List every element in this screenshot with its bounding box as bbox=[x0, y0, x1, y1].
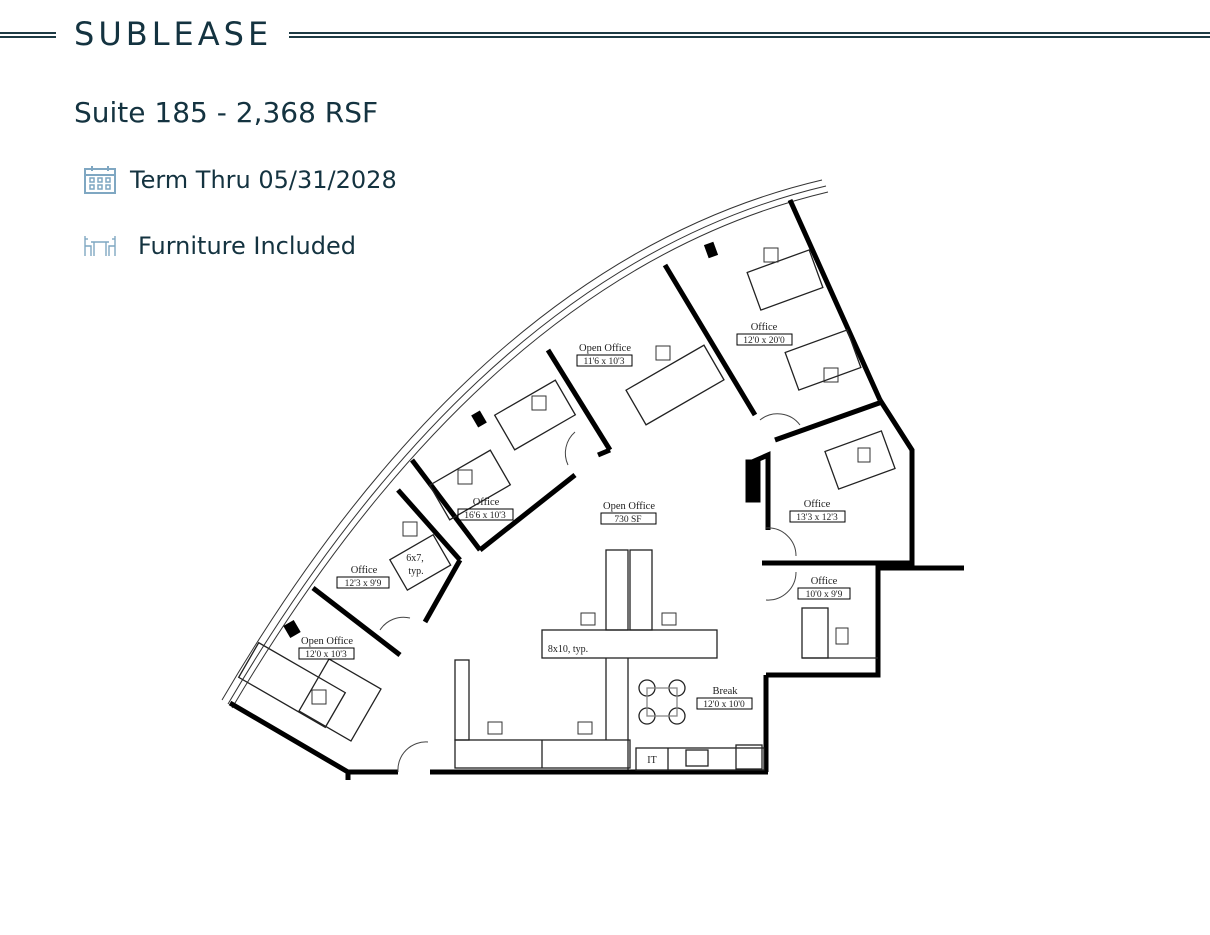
header-rule-right bbox=[289, 32, 1210, 38]
svg-text:Office: Office bbox=[351, 565, 378, 576]
svg-text:12'3 x 9'9: 12'3 x 9'9 bbox=[345, 579, 382, 589]
suite-title: Suite 185 - 2,368 RSF bbox=[74, 96, 379, 129]
feature-term: Term Thru 05/31/2028 bbox=[82, 164, 397, 196]
svg-text:IT: IT bbox=[647, 755, 656, 766]
svg-text:12'0 x 10'0: 12'0 x 10'0 bbox=[703, 700, 745, 710]
svg-text:10'0 x 9'9: 10'0 x 9'9 bbox=[806, 590, 843, 600]
floor-plan: Office 12'0 x 20'0 Open Office 11'6 x 10… bbox=[221, 179, 964, 780]
svg-text:Break: Break bbox=[712, 686, 738, 697]
svg-text:Open Office: Open Office bbox=[301, 636, 353, 647]
svg-text:6x7,: 6x7, bbox=[406, 553, 424, 564]
feature-furniture: Furniture Included bbox=[82, 230, 356, 262]
svg-text:730 SF: 730 SF bbox=[614, 515, 641, 525]
feature-furniture-label: Furniture Included bbox=[138, 232, 356, 260]
furniture-icon bbox=[82, 230, 118, 262]
svg-text:13'3 x 12'3: 13'3 x 12'3 bbox=[796, 513, 838, 523]
svg-text:Open Office: Open Office bbox=[579, 343, 631, 354]
header-title: SUBLEASE bbox=[74, 15, 273, 53]
svg-text:Office: Office bbox=[473, 497, 500, 508]
svg-text:Office: Office bbox=[804, 499, 831, 510]
svg-text:12'0 x 10'3: 12'0 x 10'3 bbox=[305, 650, 347, 660]
feature-term-label: Term Thru 05/31/2028 bbox=[130, 166, 397, 194]
svg-text:11'6 x 10'3: 11'6 x 10'3 bbox=[583, 357, 624, 367]
svg-text:16'6 x 10'3: 16'6 x 10'3 bbox=[464, 511, 506, 521]
calendar-icon bbox=[82, 164, 118, 196]
svg-text:Office: Office bbox=[751, 322, 778, 333]
header-rule-left bbox=[0, 32, 56, 38]
svg-text:12'0 x 20'0: 12'0 x 20'0 bbox=[743, 336, 785, 346]
svg-text:typ.: typ. bbox=[408, 566, 423, 577]
svg-text:8x10, typ.: 8x10, typ. bbox=[548, 644, 588, 655]
svg-text:Open Office: Open Office bbox=[603, 501, 655, 512]
svg-text:Office: Office bbox=[811, 576, 838, 587]
